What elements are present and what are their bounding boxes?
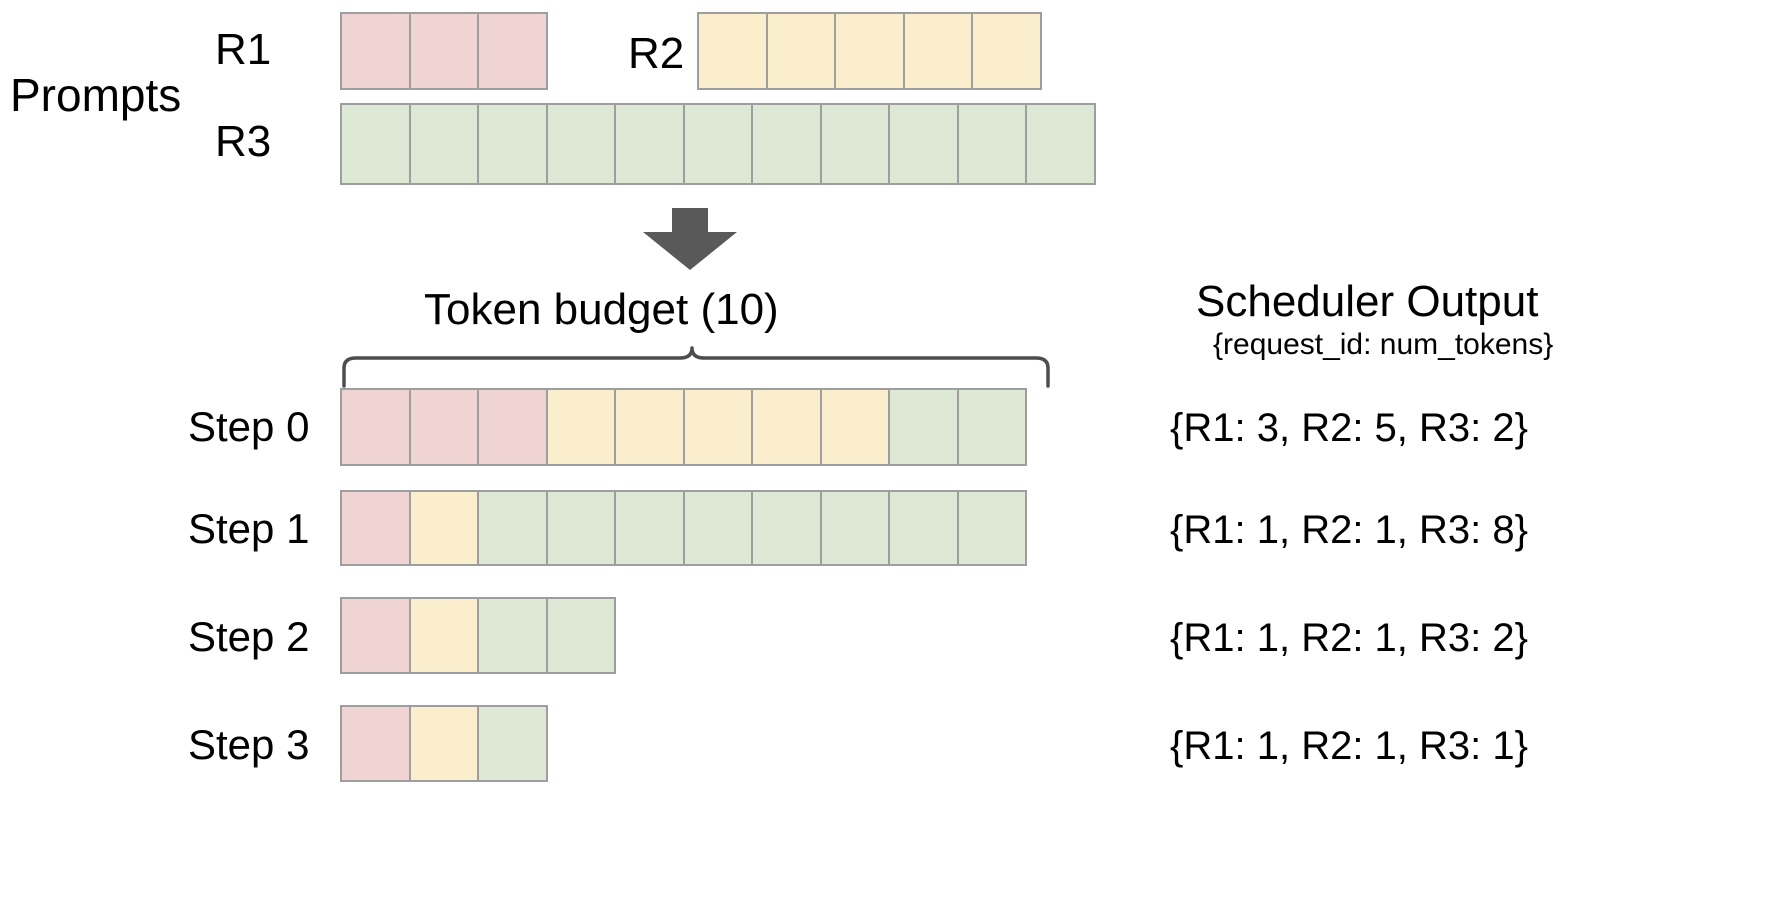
step-token-cell-R2 xyxy=(819,388,890,466)
scheduler-output-subtitle: {request_id: num_tokens} xyxy=(1213,328,1554,361)
prompt-token-cell-R3 xyxy=(545,103,616,185)
request-label-r2: R2 xyxy=(628,29,685,78)
step-token-cell-R3 xyxy=(477,705,548,782)
step-token-cell-R3 xyxy=(956,490,1027,566)
prompt-token-cell-R3 xyxy=(1025,103,1096,185)
step-strip-0 xyxy=(340,388,1027,466)
step-token-cell-R2 xyxy=(408,597,479,674)
prompt-strip-r3 xyxy=(340,103,1096,185)
step-label-0: Step 0 xyxy=(188,403,310,450)
token-budget-label: Token budget (10) xyxy=(424,285,779,334)
request-label-r1: R1 xyxy=(215,25,272,74)
prompt-token-cell-R1 xyxy=(408,12,479,90)
step-token-cell-R3 xyxy=(751,490,822,566)
scheduler-output-title: Scheduler Output xyxy=(1196,277,1539,326)
scheduler-output-value-1: {R1: 1, R2: 1, R3: 8} xyxy=(1170,508,1528,552)
prompt-token-cell-R3 xyxy=(888,103,959,185)
step-token-cell-R3 xyxy=(614,490,685,566)
step-token-cell-R2 xyxy=(751,388,822,466)
scheduler-output-value-2: {R1: 1, R2: 1, R3: 2} xyxy=(1170,616,1528,660)
request-label-r3: R3 xyxy=(215,117,272,166)
prompt-token-cell-R3 xyxy=(819,103,890,185)
step-strip-3 xyxy=(340,705,548,782)
step-token-cell-R1 xyxy=(340,597,411,674)
prompt-token-cell-R2 xyxy=(971,12,1042,90)
prompt-token-cell-R3 xyxy=(477,103,548,185)
step-label-1: Step 1 xyxy=(188,505,310,552)
prompt-token-cell-R1 xyxy=(340,12,411,90)
prompts-section-label: Prompts xyxy=(10,69,182,121)
prompt-token-cell-R3 xyxy=(340,103,411,185)
step-token-cell-R3 xyxy=(888,490,959,566)
prompt-token-cell-R2 xyxy=(902,12,973,90)
prompt-token-cell-R2 xyxy=(765,12,836,90)
step-token-cell-R1 xyxy=(340,705,411,782)
step-token-cell-R2 xyxy=(408,490,479,566)
prompt-strip-r2 xyxy=(697,12,1042,90)
step-strip-1 xyxy=(340,490,1027,566)
step-token-cell-R1 xyxy=(477,388,548,466)
step-token-cell-R1 xyxy=(408,388,479,466)
prompt-token-cell-R3 xyxy=(408,103,479,185)
down-arrow-icon xyxy=(630,208,750,275)
step-token-cell-R3 xyxy=(545,490,616,566)
prompt-token-cell-R3 xyxy=(682,103,753,185)
step-token-cell-R2 xyxy=(545,388,616,466)
step-token-cell-R3 xyxy=(545,597,616,674)
step-token-cell-R3 xyxy=(888,388,959,466)
step-token-cell-R1 xyxy=(340,490,411,566)
prompt-token-cell-R1 xyxy=(477,12,548,90)
prompt-token-cell-R2 xyxy=(697,12,768,90)
scheduler-output-value-0: {R1: 3, R2: 5, R3: 2} xyxy=(1170,406,1528,450)
prompt-strip-r1 xyxy=(340,12,548,90)
step-strip-2 xyxy=(340,597,616,674)
step-label-2: Step 2 xyxy=(188,613,310,660)
step-token-cell-R3 xyxy=(477,597,548,674)
prompt-token-cell-R3 xyxy=(751,103,822,185)
step-token-cell-R2 xyxy=(682,388,753,466)
step-token-cell-R3 xyxy=(682,490,753,566)
step-token-cell-R2 xyxy=(408,705,479,782)
prompt-token-cell-R3 xyxy=(956,103,1027,185)
prompt-token-cell-R2 xyxy=(834,12,905,90)
prompt-token-cell-R3 xyxy=(614,103,685,185)
step-token-cell-R3 xyxy=(477,490,548,566)
step-token-cell-R1 xyxy=(340,388,411,466)
step-token-cell-R3 xyxy=(956,388,1027,466)
step-label-3: Step 3 xyxy=(188,721,310,768)
step-token-cell-R3 xyxy=(819,490,890,566)
step-token-cell-R2 xyxy=(614,388,685,466)
scheduler-output-value-3: {R1: 1, R2: 1, R3: 1} xyxy=(1170,724,1528,768)
curly-brace-icon xyxy=(340,346,1052,393)
